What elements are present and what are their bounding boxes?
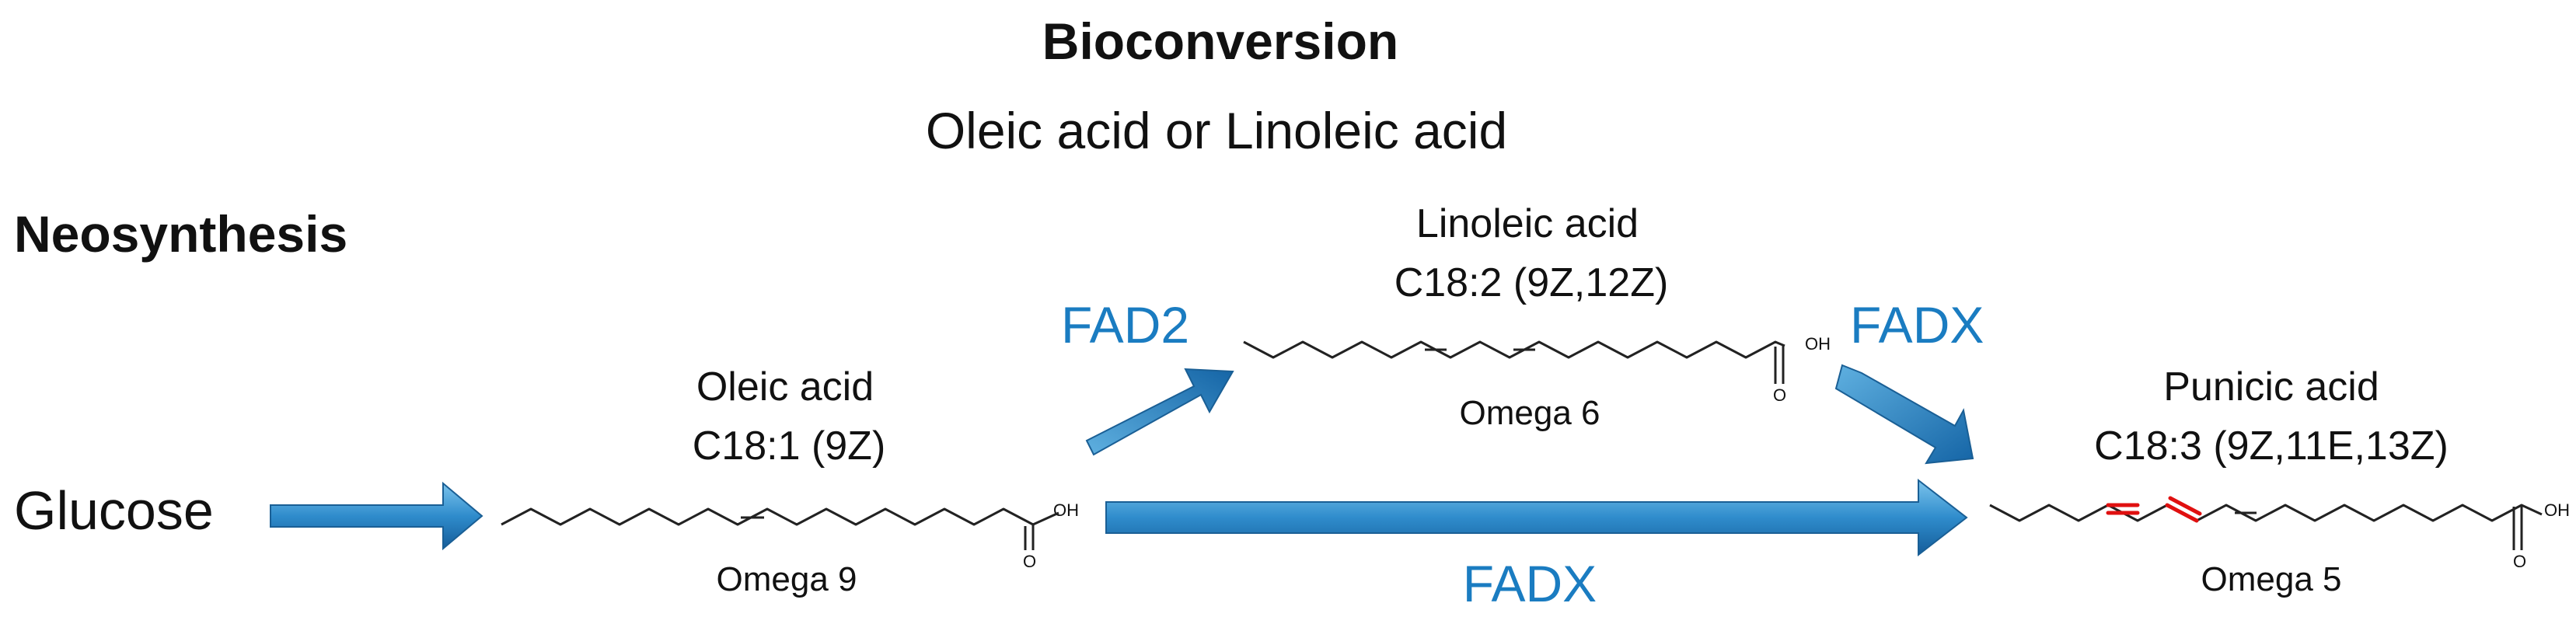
neosynthesis-heading: Neosynthesis — [14, 205, 348, 263]
punicic-acid-name: Punicic acid — [2163, 364, 2379, 410]
punicic-oh-label: OH — [2544, 500, 2570, 520]
linoleic-acid-structure — [1243, 340, 1785, 384]
punicic-highlighted-bonds — [2106, 496, 2202, 523]
oleic-oh-label: OH — [1053, 500, 1079, 520]
linoleic-acid-formula: C18:2 (9Z,12Z) — [1394, 260, 1669, 305]
linoleic-oh-label: OH — [1805, 334, 1831, 354]
oleic-acid-structure — [501, 507, 1059, 550]
punicic-acid-family: Omega 5 — [2201, 560, 2342, 598]
linoleic-acid-name: Linoleic acid — [1415, 201, 1639, 246]
punicic-acid-structure — [1989, 504, 2543, 550]
linoleic-acid-family: Omega 6 — [1459, 394, 1600, 432]
arrow-oleic-to-punicic — [1105, 478, 1968, 557]
bioconversion-heading: Bioconversion — [1042, 12, 1399, 70]
arrow-oleic-to-linoleic — [1085, 368, 1234, 456]
oleic-o-label: O — [1023, 552, 1037, 571]
enzyme-fadx-lower-label: FADX — [1462, 555, 1597, 612]
linoleic-o-label: O — [1773, 385, 1787, 405]
enzyme-fad2-label: FAD2 — [1061, 296, 1190, 354]
punicic-acid-formula: C18:3 (9Z,11E,13Z) — [2094, 424, 2449, 469]
substrate-subheading: Oleic acid or Linoleic acid — [925, 102, 1508, 159]
oleic-acid-formula: C18:1 (9Z) — [692, 424, 886, 469]
punicic-o-label: O — [2513, 552, 2527, 571]
arrow-glucose-to-oleic — [270, 481, 483, 551]
enzyme-fadx-upper-label: FADX — [1850, 296, 1984, 354]
glucose-label: Glucose — [14, 480, 214, 541]
oleic-acid-name: Oleic acid — [696, 364, 874, 410]
arrow-linoleic-to-punicic — [1834, 364, 1974, 465]
oleic-acid-family: Omega 9 — [716, 560, 857, 598]
